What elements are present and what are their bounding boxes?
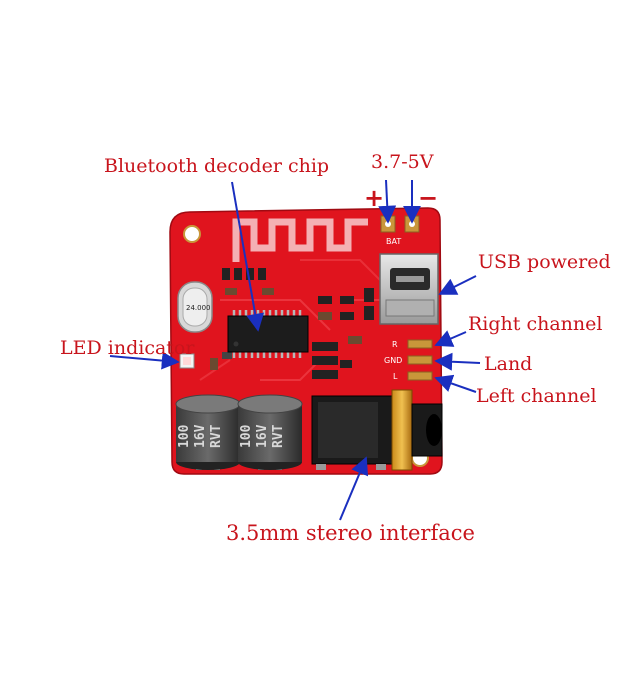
label-plus: + xyxy=(364,184,384,212)
cap-left-voltage: 16V xyxy=(193,424,208,448)
audio-pads: R GND L xyxy=(384,339,433,381)
usb-connector xyxy=(379,253,439,325)
label-bluetooth-chip: Bluetooth decoder chip xyxy=(104,155,329,177)
arrow-bluetooth-chip xyxy=(231,181,265,332)
audio-jack xyxy=(311,389,443,471)
arrow-usb xyxy=(438,275,477,295)
crystal: 24.000 xyxy=(177,281,213,333)
cap-left-brand: RVT xyxy=(209,424,224,448)
capacitor-left: 100 16V RVT xyxy=(175,394,241,470)
label-right-channel: Right channel xyxy=(468,313,602,335)
cap-right-voltage: 16V xyxy=(255,424,270,448)
label-stereo: 3.5mm stereo interface xyxy=(226,521,475,545)
pad-l-silk: L xyxy=(393,372,398,381)
label-led: LED indicator xyxy=(60,337,195,359)
smd-components xyxy=(210,268,374,379)
arrow-right-channel xyxy=(434,330,467,347)
arrow-led xyxy=(109,351,180,370)
cap-right-brand: RVT xyxy=(271,424,286,448)
arrow-stereo xyxy=(339,456,369,521)
label-usb: USB powered xyxy=(478,251,611,273)
bluetooth-chip xyxy=(227,310,309,358)
label-voltage: 3.7-5V xyxy=(371,151,434,173)
cap-left-value: 100 xyxy=(177,424,192,448)
callout-arrows xyxy=(109,179,481,521)
arrow-plus xyxy=(378,179,397,224)
cap-right-value: 100 xyxy=(239,424,254,448)
pad-gnd-silk: GND xyxy=(384,356,402,365)
led-indicator xyxy=(179,353,195,369)
arrow-left-channel xyxy=(434,374,477,393)
antenna-trace xyxy=(232,218,368,262)
pad-r-silk: R xyxy=(392,340,398,349)
label-land: Land xyxy=(484,353,532,375)
arrow-land xyxy=(434,352,481,371)
bat-silkscreen: BAT xyxy=(386,237,401,246)
crystal-label: 24.000 xyxy=(186,304,211,312)
capacitor-right: 100 16V RVT xyxy=(237,394,303,470)
label-minus: − xyxy=(418,184,438,212)
label-left-channel: Left channel xyxy=(476,385,597,407)
